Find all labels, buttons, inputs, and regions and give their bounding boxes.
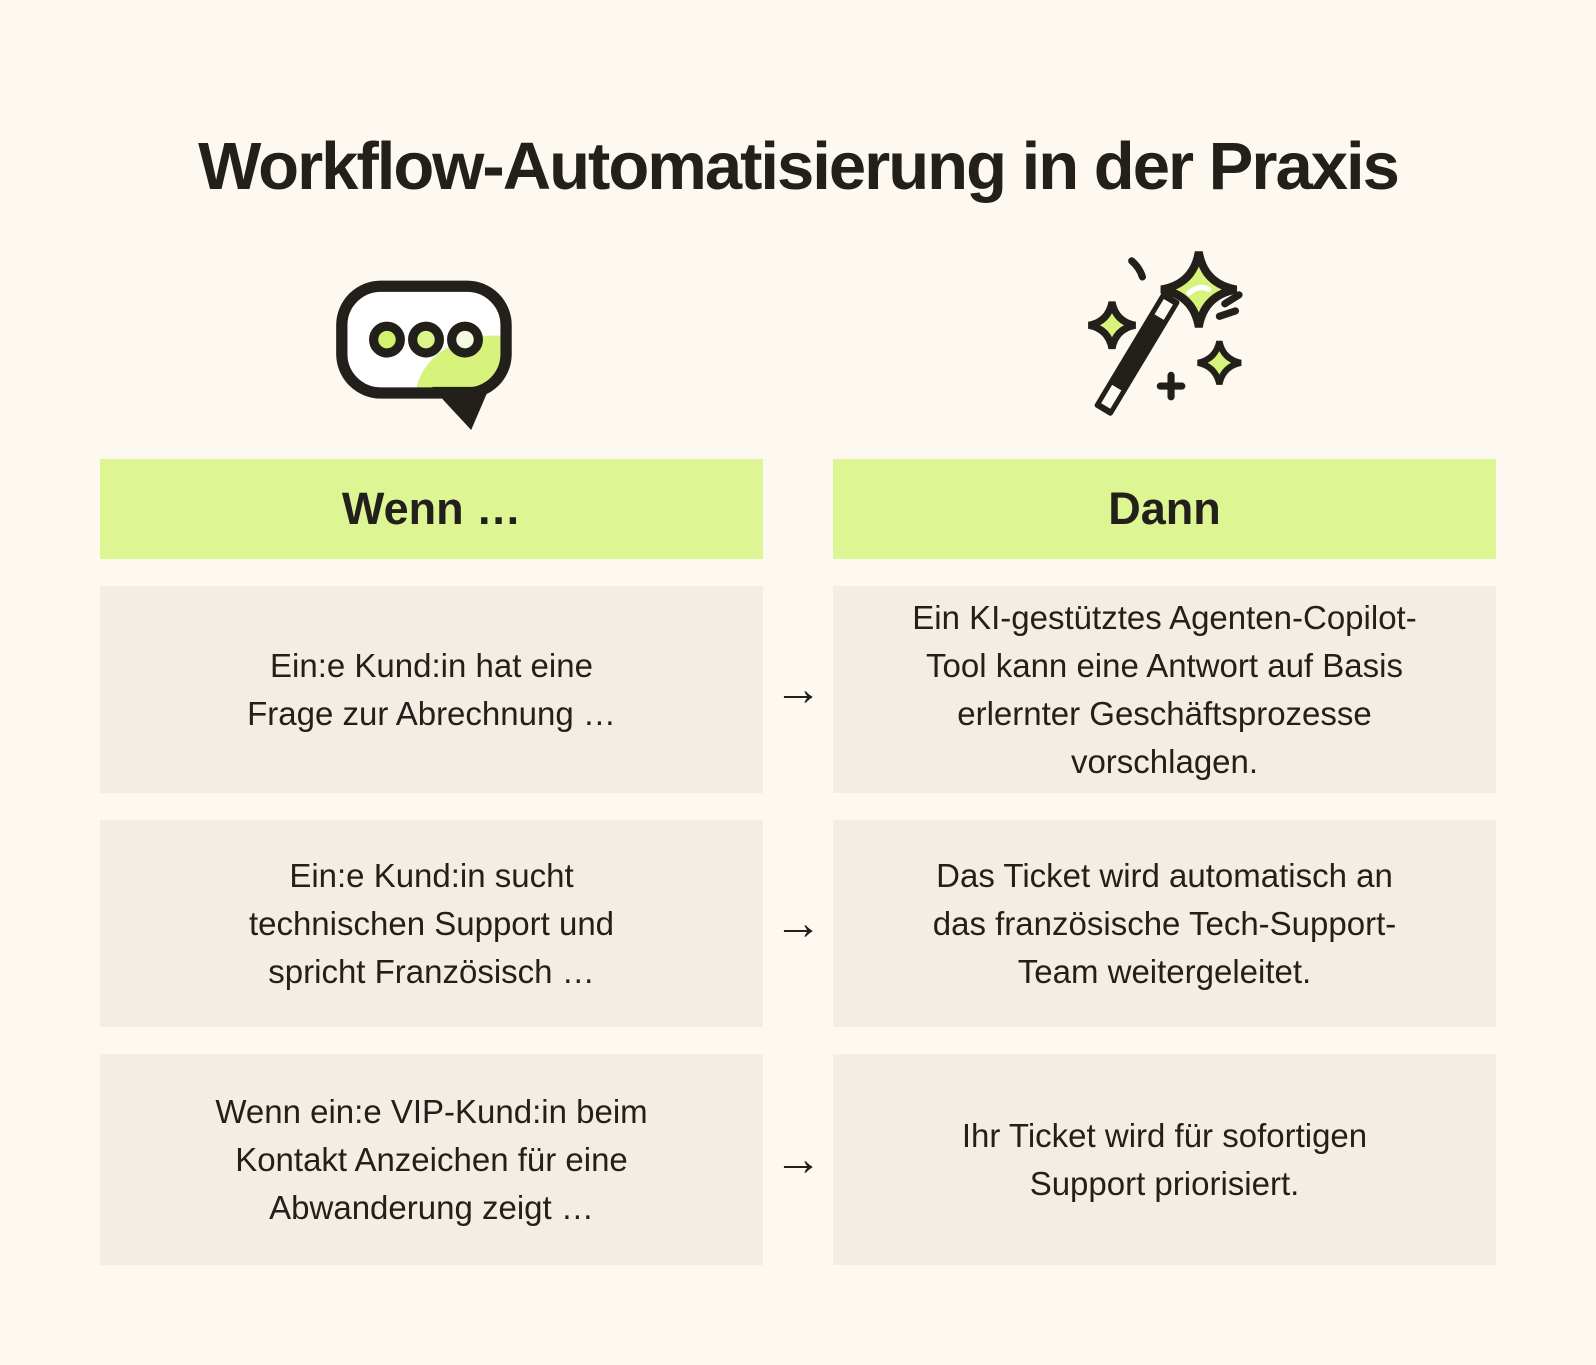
arrow-right-icon-3: → xyxy=(774,1133,822,1186)
page-title: Workflow-Automatisierung in der Praxis xyxy=(198,129,1400,204)
action-cell-1: Ein KI-gestütztes Agenten-Copilot- Tool … xyxy=(833,586,1496,793)
column-header-dann: Dann xyxy=(833,459,1496,559)
wenn-dann-table: Wenn … Dann Ein:e Kund:in hat eine Frage… xyxy=(100,459,1496,1265)
condition-cell-3: Wenn ein:e VIP-Kund:in beim Kontakt Anze… xyxy=(100,1054,763,1265)
column-header-wenn: Wenn … xyxy=(100,459,763,559)
magic-wand-icon xyxy=(1078,246,1248,426)
action-cell-2: Das Ticket wird automatisch an das franz… xyxy=(833,820,1496,1027)
condition-cell-1: Ein:e Kund:in hat eine Frage zur Abrechn… xyxy=(100,586,763,793)
arrow-right-icon-2: → xyxy=(774,897,822,950)
header-gap xyxy=(763,459,833,559)
condition-cell-2: Ein:e Kund:in sucht technischen Support … xyxy=(100,820,763,1027)
arrow-right-icon-1: → xyxy=(774,663,822,716)
column-header-dann-label: Dann xyxy=(1108,483,1221,534)
speech-bubble-icon xyxy=(333,278,519,432)
column-header-wenn-label: Wenn … xyxy=(341,483,522,534)
action-cell-3: Ihr Ticket wird für sofortigen Support p… xyxy=(833,1054,1496,1265)
